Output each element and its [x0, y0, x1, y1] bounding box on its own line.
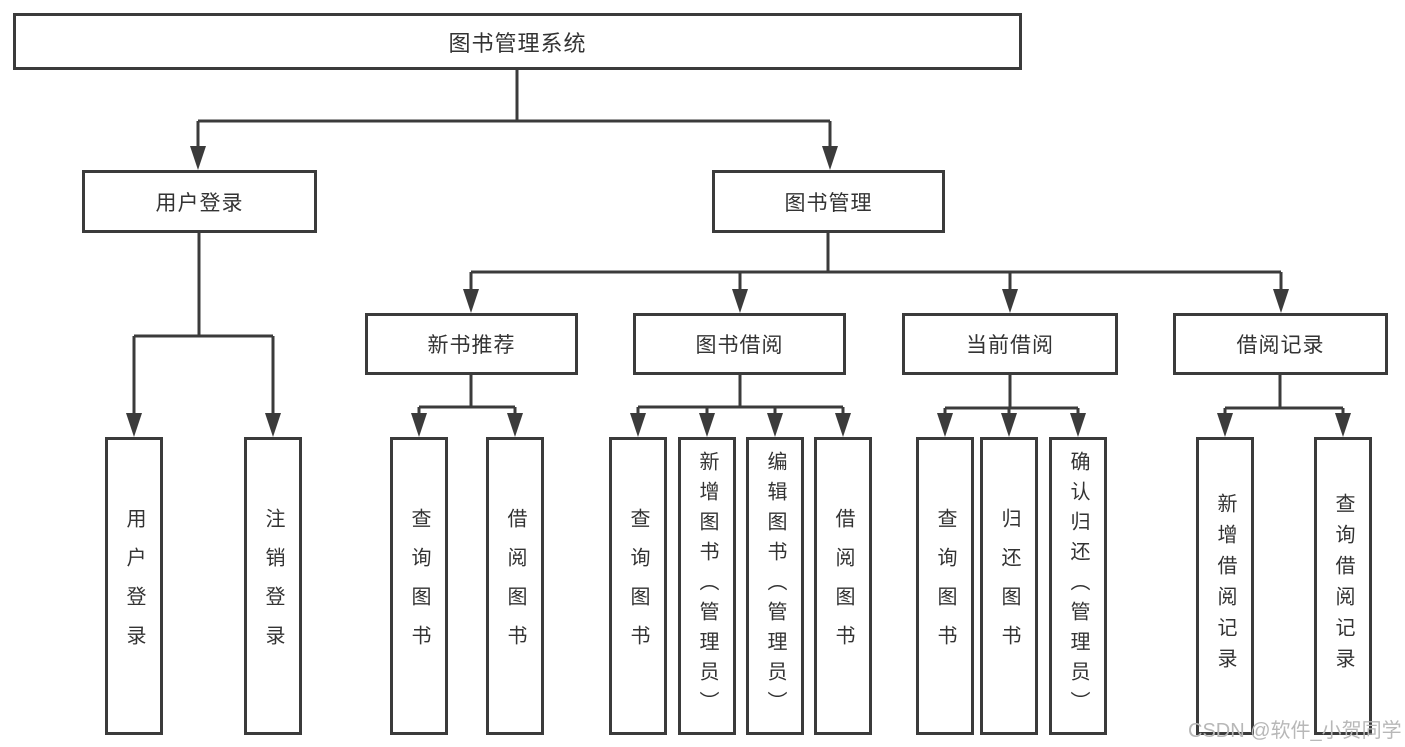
connector-currentborrow-to-leaves: [943, 375, 1080, 415]
arrow-icon: [835, 413, 851, 437]
leaf-return-books: 归还图书: [980, 437, 1038, 735]
node-user-login: 用户登录: [82, 170, 317, 233]
arrow-icon: [411, 413, 427, 437]
arrow-icon: [732, 289, 748, 313]
node-label: 借阅记录: [1236, 334, 1325, 357]
leaf-add-borrow-record: 新增借阅记录: [1196, 437, 1254, 735]
leaf-add-books-admin: 新增图书（管理员）: [678, 437, 736, 735]
arrow-icon: [1217, 413, 1233, 437]
leaf-borrow-books-2: 借阅图书: [814, 437, 872, 735]
node-label: 查询图书: [934, 508, 956, 664]
node-label: 新增图书（管理员）: [696, 451, 718, 721]
node-label: 用户登录: [123, 508, 145, 664]
arrow-icon: [1001, 413, 1017, 437]
arrow-icon: [126, 413, 142, 437]
node-label: 图书管理系统: [448, 30, 587, 56]
node-label: 图书借阅: [695, 334, 784, 357]
arrow-icon: [822, 146, 838, 170]
leaf-query-books-3: 查询图书: [916, 437, 974, 735]
node-label: 用户登录: [155, 191, 244, 215]
arrow-icon: [190, 146, 206, 170]
node-label: 注销登录: [262, 508, 284, 664]
leaf-edit-books-admin: 编辑图书（管理员）: [746, 437, 804, 735]
node-label: 编辑图书（管理员）: [764, 451, 786, 721]
node-book-borrow: 图书借阅: [633, 313, 846, 375]
node-label: 归还图书: [998, 508, 1020, 664]
arrow-icon: [1273, 289, 1289, 313]
arrow-icon: [507, 413, 523, 437]
arrowheads: [126, 146, 1351, 437]
arrow-icon: [1335, 413, 1351, 437]
leaf-query-books-2: 查询图书: [609, 437, 667, 735]
node-label: 查询借阅记录: [1332, 493, 1354, 679]
connector-records-to-leaves: [1223, 375, 1345, 415]
node-label: 新书推荐: [427, 334, 516, 357]
arrow-icon: [463, 289, 479, 313]
arrow-icon: [630, 413, 646, 437]
leaf-query-books-1: 查询图书: [390, 437, 448, 735]
node-label: 借阅图书: [504, 508, 526, 664]
leaf-user-login: 用户登录: [105, 437, 163, 735]
connector-userlogin-to-leaves: [132, 233, 275, 415]
node-label: 确认归还（管理员）: [1067, 451, 1089, 721]
arrow-icon: [937, 413, 953, 437]
leaf-confirm-return-admin: 确认归还（管理员）: [1049, 437, 1107, 735]
node-label: 当前借阅: [966, 334, 1054, 357]
leaf-query-borrow-record: 查询借阅记录: [1314, 437, 1372, 735]
arrow-icon: [767, 413, 783, 437]
arrow-icon: [1002, 289, 1018, 313]
connector-bookborrow-to-leaves: [636, 375, 845, 415]
node-label: 查询图书: [408, 508, 430, 664]
node-current-borrow: 当前借阅: [902, 313, 1118, 375]
node-label: 借阅图书: [832, 508, 854, 664]
node-borrow-records: 借阅记录: [1173, 313, 1388, 375]
arrow-icon: [699, 413, 715, 437]
node-book-management: 图书管理: [712, 170, 945, 233]
arrow-icon: [1070, 413, 1086, 437]
arrow-icon: [265, 413, 281, 437]
node-label: 查询图书: [627, 508, 649, 664]
leaf-logout: 注销登录: [244, 437, 302, 735]
connector-root-to-level2: [196, 70, 832, 148]
leaf-borrow-books-1: 借阅图书: [486, 437, 544, 735]
node-root-system: 图书管理系统: [13, 13, 1022, 70]
csdn-watermark: CSDN @软件_小贺同学: [1188, 720, 1402, 742]
node-label: 图书管理: [784, 191, 873, 215]
connector-newbooks-to-leaves: [417, 375, 517, 415]
node-label: 新增借阅记录: [1214, 493, 1236, 679]
connector-bookmgmt-to-level3: [469, 233, 1283, 291]
node-new-book-recommend: 新书推荐: [365, 313, 578, 375]
